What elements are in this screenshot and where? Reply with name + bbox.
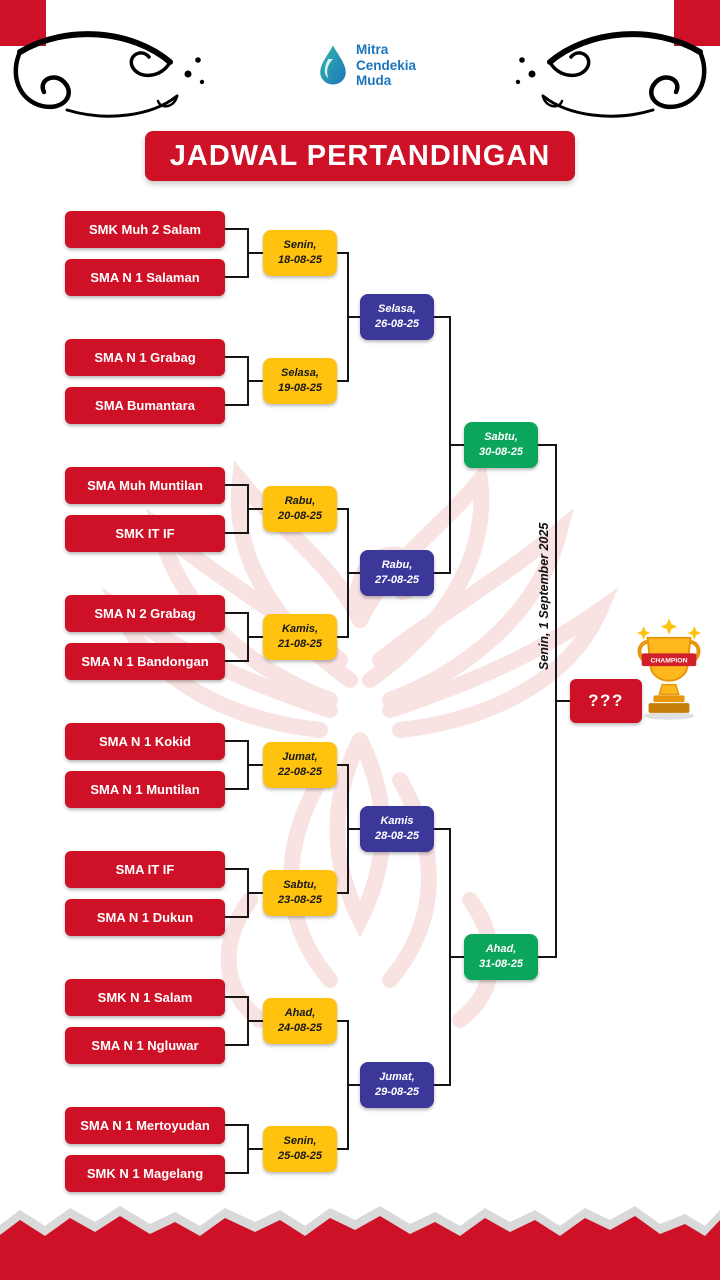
match-date: 24-08-25 bbox=[277, 1022, 323, 1034]
trophy-ribbon-text: CHAMPION bbox=[650, 658, 687, 665]
team-box: SMA N 1 Salaman bbox=[65, 259, 225, 296]
team-box: SMA N 1 Mertoyudan bbox=[65, 1107, 225, 1144]
match-day: Sabtu, bbox=[484, 430, 518, 443]
team-box: SMA N 1 Dukun bbox=[65, 899, 225, 936]
logo-line-1: Mitra bbox=[356, 42, 389, 57]
match-date: 19-08-25 bbox=[277, 382, 323, 394]
match-date: 20-08-25 bbox=[277, 510, 323, 522]
round1-date-box: Sabtu, 23-08-25 bbox=[263, 870, 337, 916]
match-day: Jumat, bbox=[282, 750, 318, 763]
round2-date-box: Kamis 28-08-25 bbox=[360, 806, 434, 852]
page-title: JADWAL PERTANDINGAN bbox=[145, 131, 575, 181]
match-date: 22-08-25 bbox=[277, 766, 323, 778]
match-day: Senin, bbox=[283, 238, 317, 251]
team-box: SMA N 1 Muntilan bbox=[65, 771, 225, 808]
round1-date-box: Ahad, 24-08-25 bbox=[263, 998, 337, 1044]
match-day: Sabtu, bbox=[283, 878, 317, 891]
team-box: SMA N 2 Grabag bbox=[65, 595, 225, 632]
round1-date-box: Senin, 18-08-25 bbox=[263, 230, 337, 276]
organizer-name: Mitra Cendekia Muda bbox=[356, 42, 416, 89]
team-box: SMA N 1 Grabag bbox=[65, 339, 225, 376]
match-day: Senin, bbox=[283, 1134, 317, 1147]
round1-date-box: Kamis, 21-08-25 bbox=[263, 614, 337, 660]
match-date: 26-08-25 bbox=[374, 318, 420, 330]
team-box: SMK N 1 Magelang bbox=[65, 1155, 225, 1192]
water-drop-icon bbox=[320, 45, 346, 85]
match-day: Selasa, bbox=[378, 302, 416, 315]
team-box: SMK IT IF bbox=[65, 515, 225, 552]
round1-date-box: Jumat, 22-08-25 bbox=[263, 742, 337, 788]
flourish-ornament-left bbox=[13, 31, 205, 118]
match-date: 25-08-25 bbox=[277, 1150, 323, 1162]
team-box: SMA N 1 Kokid bbox=[65, 723, 225, 760]
match-date: 29-08-25 bbox=[374, 1086, 420, 1098]
match-day: Rabu, bbox=[381, 558, 413, 571]
match-day: Ahad, bbox=[284, 1006, 316, 1019]
logo-line-3: Muda bbox=[356, 73, 392, 89]
team-box: SMA Bumantara bbox=[65, 387, 225, 424]
round1-date-box: Selasa, 19-08-25 bbox=[263, 358, 337, 404]
semifinal-date-box: Sabtu, 30-08-25 bbox=[464, 422, 538, 468]
team-box: SMK N 1 Salam bbox=[65, 979, 225, 1016]
trophy-icon: CHAMPION bbox=[636, 618, 702, 720]
organizer-logo: Mitra Cendekia Muda bbox=[318, 42, 416, 89]
semifinal-date-box: Ahad, 31-08-25 bbox=[464, 934, 538, 980]
match-day: Kamis bbox=[380, 814, 414, 827]
corner-square-right bbox=[674, 0, 720, 46]
match-date: 18-08-25 bbox=[277, 254, 323, 266]
round2-date-box: Rabu, 27-08-25 bbox=[360, 550, 434, 596]
match-date: 23-08-25 bbox=[277, 894, 323, 906]
final-winner-box: ??? bbox=[570, 679, 642, 723]
logo-line-2: Cendekia bbox=[356, 57, 417, 73]
round2-date-box: Selasa, 26-08-25 bbox=[360, 294, 434, 340]
match-date: 28-08-25 bbox=[374, 830, 420, 842]
team-box: SMA N 1 Bandongan bbox=[65, 643, 225, 680]
round1-date-box: Rabu, 20-08-25 bbox=[263, 486, 337, 532]
team-box: SMA N 1 Ngluwar bbox=[65, 1027, 225, 1064]
corner-square-left bbox=[0, 0, 46, 46]
match-date: 27-08-25 bbox=[374, 574, 420, 586]
team-box: SMA Muh Muntilan bbox=[65, 467, 225, 504]
flourish-ornament-right bbox=[515, 31, 707, 118]
match-day: Rabu, bbox=[284, 494, 316, 507]
torn-paper-edge bbox=[0, 1206, 720, 1280]
team-box: SMK Muh 2 Salam bbox=[65, 211, 225, 248]
round1-date-box: Senin, 25-08-25 bbox=[263, 1126, 337, 1172]
match-day: Kamis, bbox=[281, 622, 319, 635]
match-day: Selasa, bbox=[281, 366, 319, 379]
match-day: Jumat, bbox=[379, 1070, 415, 1083]
round2-date-box: Jumat, 29-08-25 bbox=[360, 1062, 434, 1108]
match-date: 21-08-25 bbox=[277, 638, 323, 650]
match-date: 30-08-25 bbox=[478, 446, 524, 458]
match-day: Ahad, bbox=[485, 942, 517, 955]
team-box: SMA IT IF bbox=[65, 851, 225, 888]
match-date: 31-08-25 bbox=[478, 958, 524, 970]
